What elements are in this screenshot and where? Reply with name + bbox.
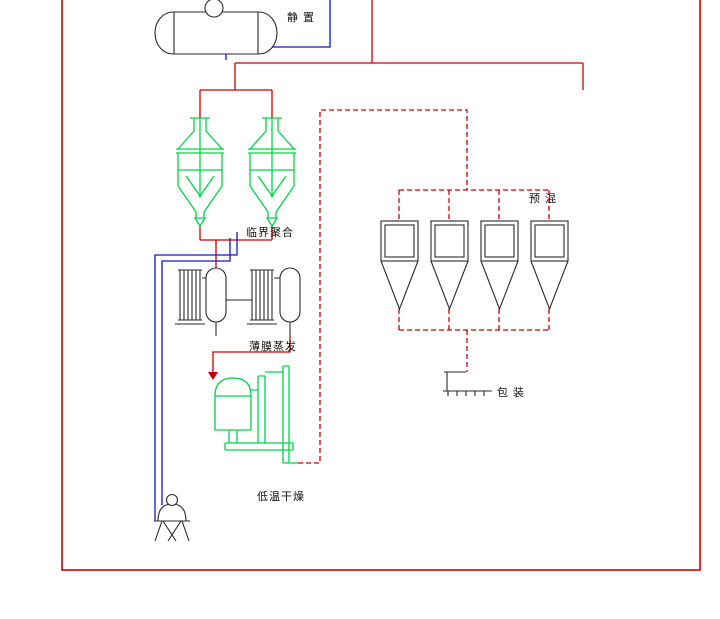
blue-pipe-left-outer bbox=[154, 232, 238, 521]
manhole-icon bbox=[204, 0, 224, 18]
red-pipe-feed-top bbox=[199, 0, 584, 118]
reactor-1 bbox=[176, 117, 224, 228]
evaporator-1 bbox=[175, 267, 227, 336]
blue-pipe-left-inner bbox=[161, 238, 231, 505]
label-settling: 静 置 bbox=[287, 10, 315, 24]
dryer bbox=[214, 365, 298, 464]
label-packaging: 包 装 bbox=[497, 386, 525, 399]
down-arrow-icon bbox=[208, 372, 218, 380]
vent-icon bbox=[165, 493, 179, 507]
premix-hopper-2 bbox=[430, 220, 469, 311]
dashed-premix-manifold bbox=[398, 189, 550, 221]
label-premix: 预 混 bbox=[529, 192, 557, 205]
red-pipe-evaporator-outlet bbox=[212, 336, 291, 372]
reactor-2 bbox=[248, 117, 296, 228]
receiver-vessel bbox=[154, 493, 190, 542]
settling-tank bbox=[154, 0, 278, 55]
packaging-station bbox=[443, 371, 492, 396]
red-pipe-reactor-outlet bbox=[199, 226, 273, 268]
premix-hopper-4 bbox=[530, 220, 569, 311]
premix-hopper-1 bbox=[380, 220, 419, 311]
premix-dashed-lines bbox=[298, 109, 550, 464]
label-evaporation: 薄膜蒸发 bbox=[249, 339, 297, 353]
premix-hopper-3 bbox=[480, 220, 519, 311]
red-pipes bbox=[199, 0, 584, 380]
drawing-frame bbox=[61, 0, 701, 571]
dashed-premix-collector bbox=[398, 309, 550, 372]
label-drying: 低温干燥 bbox=[257, 490, 305, 503]
evaporator-2 bbox=[247, 267, 301, 336]
dashed-dryer-to-premix bbox=[298, 109, 468, 464]
label-polymerization: 临界聚合 bbox=[246, 225, 294, 239]
